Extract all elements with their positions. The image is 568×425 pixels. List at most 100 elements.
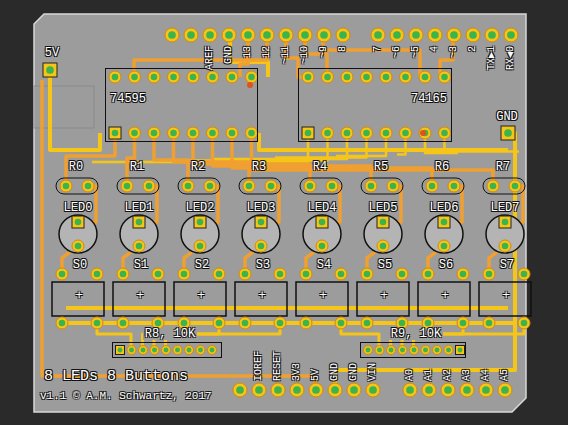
pad-hole [369,386,377,394]
round-pad [129,127,141,139]
part-label: S0 [73,259,87,271]
round-pad [265,180,277,192]
round-pad [518,317,530,329]
square-pad [72,216,84,228]
pin-label: RX◀0 [506,46,516,70]
pad-hole [242,271,249,278]
pad-hole [181,271,188,278]
round-pad [187,71,199,83]
switch-outline [52,282,104,316]
led-outline [242,215,280,253]
round-pad [341,127,353,139]
chip-label: 74595 [110,93,146,105]
round-pad [466,28,480,42]
pad-hole [422,74,429,81]
pad-hole [406,386,414,394]
pad-hole [521,271,528,278]
round-pad [377,240,389,252]
round-pad [173,346,182,355]
round-pad [271,383,285,397]
pad-hole [198,348,203,353]
pad-hole [380,219,387,226]
pad-hole [307,183,314,190]
pad-hole [120,320,127,327]
resistor-network: R8, 10K [112,342,222,358]
pad-hole [488,31,496,39]
pad-hole [197,243,204,250]
pad-hole [460,271,467,278]
pad-hole [209,130,216,137]
round-pad [203,28,217,42]
pad-hole [425,386,433,394]
pin-label: GND [349,363,359,381]
round-pad [421,346,430,355]
pad-hole [136,243,143,250]
switch-outline [174,282,226,316]
pin-label: 8 [338,46,348,52]
marker-dot [247,82,253,88]
pad-hole [512,183,519,190]
pad-hole [216,271,223,278]
pad-hole [412,31,420,39]
pad-hole [263,31,271,39]
pad-hole [185,183,192,190]
part-label: R7 [496,161,510,173]
part-label: LED7 [491,202,520,214]
round-pad [498,383,512,397]
round-pad [133,240,145,252]
round-pad [290,383,304,397]
pad-hole [170,130,177,137]
round-pad [396,268,408,280]
switch-outline [296,282,348,316]
pad-hole [482,386,490,394]
pad-hole [364,320,371,327]
round-pad [347,383,361,397]
round-pad [168,71,180,83]
round-pad [56,268,68,280]
pad-hole [255,386,263,394]
pad-hole [248,74,255,81]
round-pad [447,28,461,42]
pad-hole [377,348,382,353]
part-label: LED6 [430,202,459,214]
pad-hole [324,74,331,81]
round-pad [143,180,155,192]
part-label: S5 [378,259,392,271]
pad-hole [363,130,370,137]
pad-hole [303,271,310,278]
pin-label: 4 [430,46,440,52]
pin-label: IOREF [254,351,264,381]
pad-hole [59,271,66,278]
round-pad [204,180,216,192]
pad-hole [244,31,252,39]
pad-hole [301,31,309,39]
round-pad [390,28,404,42]
round-pad [387,180,399,192]
round-pad [274,268,286,280]
led-outline [181,215,219,253]
pad-hole [435,348,440,353]
round-pad [274,317,286,329]
resistor-outline [300,178,342,194]
led-outline [120,215,158,253]
polarity-mark: + [197,290,204,302]
round-pad [448,180,460,192]
board-outline [34,14,526,412]
round-pad [433,346,442,355]
pin-label: ~3 [449,46,459,58]
pad-hole [242,320,249,327]
pad-hole [431,31,439,39]
resistor-outline [422,178,464,194]
pad-hole [131,74,138,81]
pad-hole [46,66,54,74]
round-pad [483,268,495,280]
pad-hole [446,348,451,353]
pad-hole [305,74,312,81]
pad-hole [190,130,197,137]
pad-hole [170,74,177,81]
resistor-outline [361,178,403,194]
round-pad [361,268,373,280]
pad-hole [486,320,493,327]
yellow-traces [50,35,515,390]
round-pad [185,346,194,355]
